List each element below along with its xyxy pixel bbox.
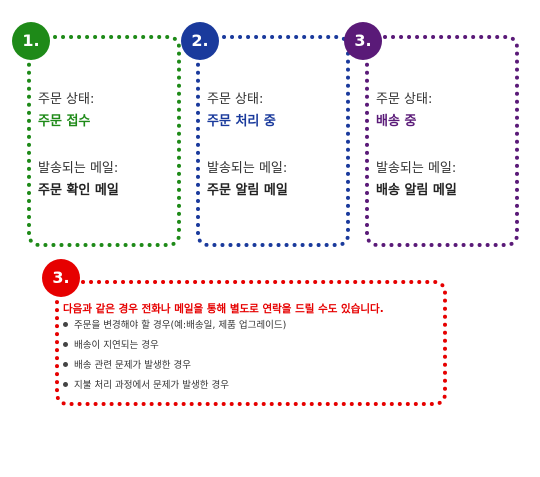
step-1-card	[27, 35, 181, 247]
list-item: 배송이 지연되는 경우	[63, 338, 286, 358]
step-1-status-value: 주문 접수	[38, 114, 91, 129]
step-1-mail-value: 주문 확인 메일	[38, 183, 119, 198]
contact-note-title: 다음과 같은 경우 전화나 메일을 통해 별도로 연락을 드릴 수도 있습니다.	[63, 303, 384, 315]
step-3-mail-label: 발송되는 메일:	[376, 161, 457, 176]
list-item-text: 배송이 지연되는 경우	[74, 340, 159, 351]
list-item: 지불 처리 과정에서 문제가 발생한 경우	[63, 378, 286, 398]
step-3-card	[365, 35, 519, 247]
bullet-icon	[63, 322, 68, 327]
step-2-status-value: 주문 처리 중	[207, 114, 276, 129]
step-3-status-label: 주문 상태:	[376, 92, 433, 107]
step-2-mail-label: 발송되는 메일:	[207, 161, 288, 176]
step-1-mail-label: 발송되는 메일:	[38, 161, 119, 176]
step-2-mail-value: 주문 알림 메일	[207, 183, 288, 198]
bullet-icon	[63, 342, 68, 347]
list-item: 배송 관련 문제가 발생한 경우	[63, 358, 286, 378]
step-2-status-label: 주문 상태:	[207, 92, 264, 107]
step-3-status-value: 배송 중	[376, 114, 417, 129]
list-item-text: 지불 처리 과정에서 문제가 발생한 경우	[74, 380, 229, 391]
step-2-number-badge: 2.	[181, 22, 219, 60]
bullet-icon	[63, 382, 68, 387]
contact-note-list: 주문을 변경해야 할 경우(예:배송일, 제품 업그레이드) 배송이 지연되는 …	[63, 318, 286, 398]
step-3-mail-value: 배송 알림 메일	[376, 183, 457, 198]
contact-note-card	[55, 280, 447, 406]
step-1-number-badge: 1.	[12, 22, 50, 60]
step-2-card	[196, 35, 350, 247]
list-item-text: 배송 관련 문제가 발생한 경우	[74, 360, 191, 371]
contact-note-number-badge: 3.	[42, 259, 80, 297]
step-3-number-badge: 3.	[344, 22, 382, 60]
bullet-icon	[63, 362, 68, 367]
list-item-text: 주문을 변경해야 할 경우(예:배송일, 제품 업그레이드)	[74, 320, 287, 331]
list-item: 주문을 변경해야 할 경우(예:배송일, 제품 업그레이드)	[63, 318, 286, 338]
step-1-status-label: 주문 상태:	[38, 92, 95, 107]
